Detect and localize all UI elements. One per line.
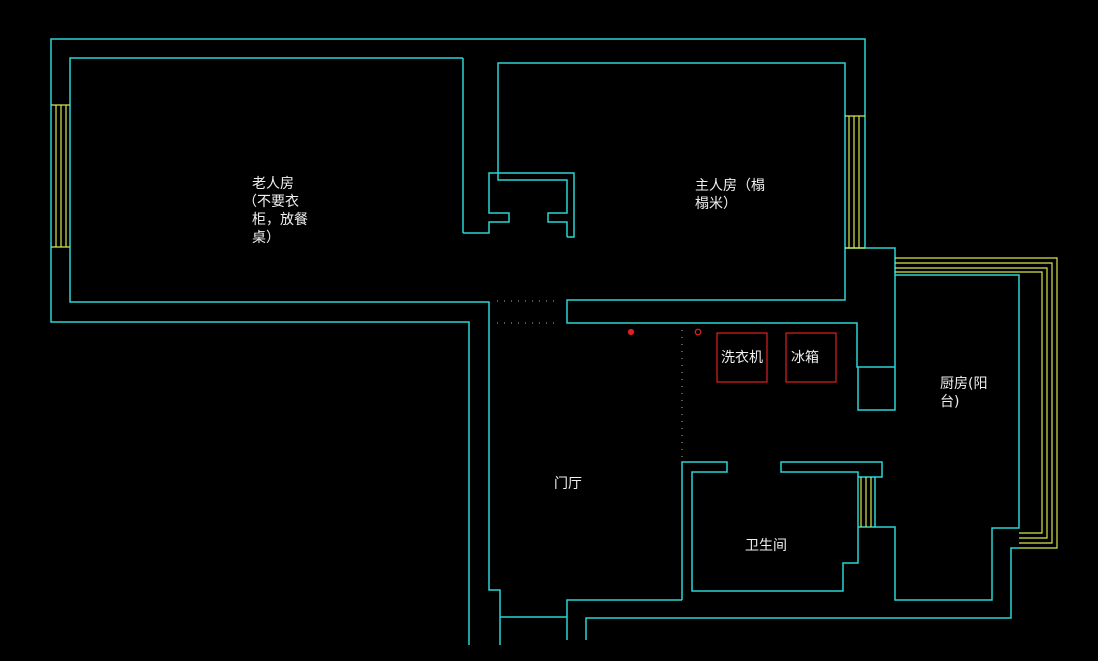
closet-wall-right xyxy=(497,62,895,368)
walls xyxy=(50,38,1020,645)
closet-wall-left xyxy=(463,172,575,238)
windows xyxy=(51,104,1058,549)
foyer-label: 门厅 xyxy=(554,476,582,492)
fridge-box xyxy=(785,332,837,383)
south-wall-east xyxy=(585,547,1019,640)
elderly-room-label-line-2: （不要衣 xyxy=(243,194,299,210)
fridge-label: 冰箱 xyxy=(791,350,819,366)
window-balcony xyxy=(895,257,1058,549)
washer-label: 洗衣机 xyxy=(721,350,763,366)
kitchen-outer-wall xyxy=(681,274,1020,601)
dotted-lines xyxy=(497,300,683,462)
master-room-label-line-1: 主人房（榻 xyxy=(695,178,765,194)
elderly-room-label-line-1: 老人房 xyxy=(252,176,294,192)
room-labels: 老人房 （不要衣 柜，放餐 桌） 主人房（榻 榻米） 厨房(阳 台) 门厅 卫生… xyxy=(243,176,987,554)
washer-box xyxy=(716,332,768,383)
elderly-room-label-line-3: 柜，放餐 xyxy=(252,212,308,228)
outer-wall-north-west xyxy=(50,38,896,645)
elderly-room-wall xyxy=(69,57,501,645)
marker-filled xyxy=(627,328,635,336)
south-wall xyxy=(566,599,682,640)
appliances: 洗衣机 冰箱 xyxy=(716,332,837,383)
marker-hollow xyxy=(694,328,702,336)
master-room-label-line-2: 榻米） xyxy=(695,196,737,212)
kitchen-label-line-1: 厨房(阳 xyxy=(940,376,987,392)
markers xyxy=(627,328,702,336)
bathroom-label: 卫生间 xyxy=(745,538,787,554)
kitchen-label-line-2: 台) xyxy=(940,394,959,410)
elderly-room-label-line-4: 桌） xyxy=(252,230,280,246)
